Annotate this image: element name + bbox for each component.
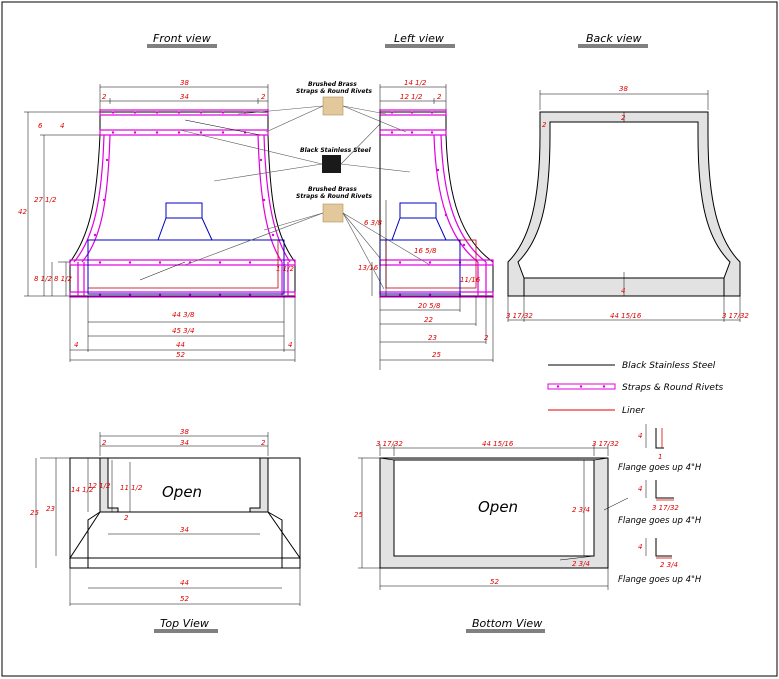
legend-straps: Straps & Round Rivets [622, 383, 723, 393]
top-dim-12-1-2: 12 1/2 [88, 482, 111, 490]
bottom-dim-right: 3 17/32 [592, 440, 619, 448]
top-dim-44: 44 [180, 579, 189, 587]
left-dim-22: 22 [424, 316, 433, 324]
front-dim-right-2: 2 [261, 93, 266, 101]
left-dim-16-5-8: 16 5/8 [414, 247, 437, 255]
top-dim-right-2: 2 [261, 439, 266, 447]
flange2-label: Flange goes up 4"H [618, 516, 702, 526]
top-dim-bot-34: 34 [180, 526, 189, 534]
bottom-dim-52: 52 [490, 578, 499, 586]
front-view: 38 34 2 2 6 4 27 1/2 42 8 1/2 8 1/2 1 1/… [18, 79, 296, 362]
top-dim-14-1-2: 14 1/2 [71, 486, 94, 494]
top-dim-38: 38 [180, 428, 189, 436]
bottom-dim-center: 44 15/16 [482, 440, 514, 448]
top-dim-23: 23 [46, 505, 55, 513]
left-dim-12-1-2: 12 1/2 [400, 93, 423, 101]
flange2-dim-4: 4 [638, 485, 642, 493]
front-dim-38: 38 [180, 79, 189, 87]
back-view-title: Back view [586, 32, 642, 45]
bottom-view-title: Bottom View [472, 617, 542, 630]
top-view-title: Top View [160, 617, 209, 630]
back-dim-center: 44 15/16 [610, 312, 642, 320]
flange1-label: Flange goes up 4"H [618, 463, 702, 473]
left-dim-6-3-8: 6 3/8 [364, 219, 382, 227]
flange3-dim-4: 4 [638, 543, 642, 551]
left-dim-11-16: 11/16 [460, 276, 481, 284]
left-dim-25: 25 [432, 351, 441, 359]
flange3-dim: 2 3/4 [660, 561, 678, 569]
material-swatches: Brushed Brass Straps & Round Rivets Blac… [179, 81, 431, 290]
left-dim-2b: 2 [484, 334, 489, 342]
front-dim-side-left-4: 4 [74, 341, 78, 349]
front-view-title: Front view [153, 32, 211, 45]
top-view-open: Open [162, 483, 202, 501]
front-dim-45-3-4: 45 3/4 [172, 327, 194, 335]
left-dim-23: 23 [428, 334, 437, 342]
top-dim-25: 25 [30, 509, 39, 517]
brass2-label-line2: Straps & Round Rivets [296, 193, 372, 200]
front-dim-42: 42 [18, 208, 27, 216]
left-dim-2: 2 [437, 93, 442, 101]
brass-swatch-2 [322, 203, 344, 223]
front-dim-27-1-2: 27 1/2 [34, 196, 57, 204]
back-dim-right: 3 17/32 [722, 312, 749, 320]
top-dim-bot-2: 2 [124, 514, 129, 522]
front-dim-8-1-2-a: 8 1/2 [34, 275, 52, 283]
top-dim-34: 34 [180, 439, 189, 447]
brass2-label-line1: Brushed Brass [308, 186, 357, 193]
bottom-dim-25: 25 [354, 511, 363, 519]
back-dim-4: 4 [621, 287, 625, 295]
top-dim-11-1-2: 11 1/2 [120, 484, 143, 492]
top-dim-52: 52 [180, 595, 189, 603]
legend-black-steel: Black Stainless Steel [622, 361, 716, 371]
front-dim-52: 52 [176, 351, 185, 359]
front-dim-6: 6 [38, 122, 43, 130]
back-dim-center-2: 2 [621, 114, 626, 122]
flange2-dim: 3 17/32 [652, 504, 679, 512]
flange3-label: Flange goes up 4"H [618, 575, 702, 585]
left-view-title: Left view [394, 32, 444, 45]
view-titles: Front view Left view Back view Top View … [147, 32, 648, 633]
flange1-dim-4: 4 [638, 432, 642, 440]
bottom-view: Open 3 17/32 44 15/16 3 17/32 25 2 3/4 2… [354, 440, 629, 590]
legend-liner: Liner [622, 406, 646, 416]
black-steel-swatch [322, 155, 341, 173]
flange-details: 4 1 Flange goes up 4"H 4 3 17/32 Flange … [618, 424, 702, 585]
bottom-dim-bot-2-3-4: 2 3/4 [572, 560, 590, 568]
flange1-dim-1: 1 [658, 453, 662, 461]
top-dim-left-2: 2 [102, 439, 107, 447]
front-dim-44-3-8: 44 3/8 [172, 311, 195, 319]
front-dim-44: 44 [176, 341, 185, 349]
bottom-dim-left: 3 17/32 [376, 440, 403, 448]
back-dim-left: 3 17/32 [506, 312, 533, 320]
front-dim-side-right-4: 4 [288, 341, 292, 349]
left-dim-14-1-2: 14 1/2 [404, 79, 427, 87]
legend: Black Stainless Steel Straps & Round Riv… [547, 361, 723, 416]
bottom-dim-side-2-3-4: 2 3/4 [572, 506, 590, 514]
brass-label-line2: Straps & Round Rivets [296, 88, 372, 95]
back-dim-left-2: 2 [542, 121, 547, 129]
left-dim-13-16: 13/16 [358, 264, 379, 272]
black-steel-label: Black Stainless Steel [300, 147, 372, 154]
front-dim-left-2: 2 [102, 93, 107, 101]
bottom-view-open: Open [478, 498, 518, 516]
front-dim-8-1-2-b: 8 1/2 [54, 275, 72, 283]
brass-label-line1: Brushed Brass [308, 81, 357, 88]
front-dim-1-1-2: 1 1/2 [276, 265, 294, 273]
back-dim-38: 38 [619, 85, 628, 93]
front-dim-4: 4 [60, 122, 64, 130]
front-dim-34: 34 [180, 93, 189, 101]
legend-strap-symbol [547, 383, 616, 390]
left-dim-20-5-8: 20 5/8 [418, 302, 441, 310]
left-view: 14 1/2 12 1/2 2 6 3/8 16 5/8 13/16 11/16… [358, 79, 494, 370]
top-view: Open 38 34 2 2 14 1/2 12 1/2 11 1/2 25 2… [30, 428, 301, 606]
brass-swatch [322, 96, 344, 116]
back-view: 38 2 2 4 3 17/32 44 15/16 3 17/32 [506, 85, 749, 322]
